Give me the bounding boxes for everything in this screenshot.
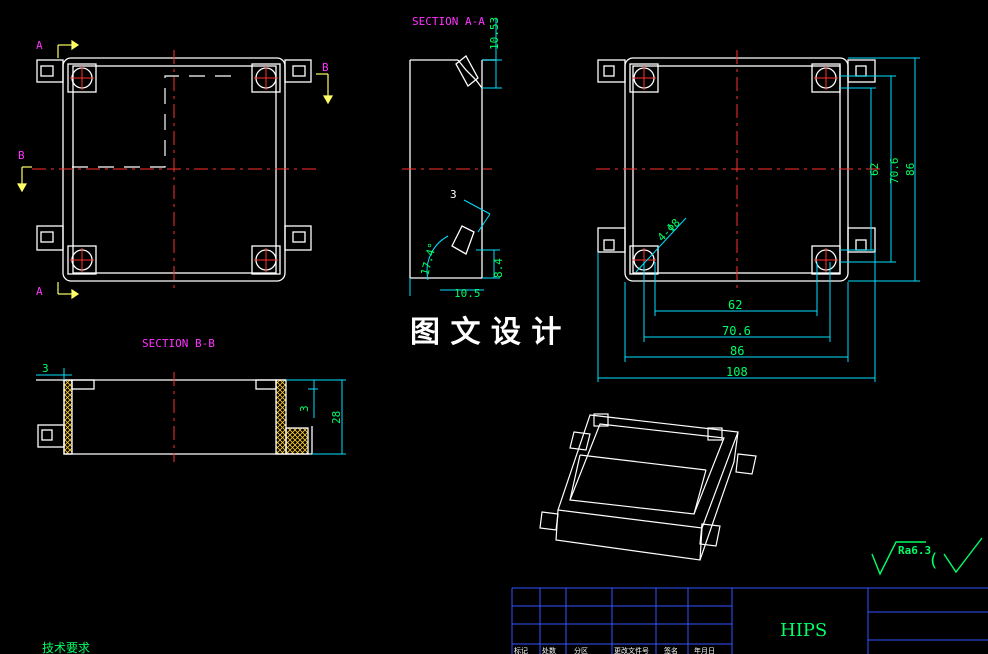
- dim-aa-width: 10.5: [454, 287, 481, 300]
- dim-bb-floor: 3: [298, 405, 311, 412]
- section-aa-label: SECTION A-A: [412, 15, 485, 28]
- roughness-symbol: [871, 537, 983, 576]
- corner-boss: [811, 245, 841, 275]
- mount-lug: [597, 59, 626, 83]
- iso-boss: [593, 413, 609, 427]
- title-block: [511, 587, 988, 654]
- dim-bb-wall: 3: [42, 362, 49, 375]
- isometric-view: [539, 413, 757, 561]
- section-cut-path: [72, 75, 240, 168]
- marker-a-top: A: [36, 39, 43, 52]
- iso-boss: [707, 427, 723, 441]
- marker-a-bottom: A: [36, 285, 43, 298]
- mount-lug-slot: [855, 65, 867, 77]
- dim-aa-height: 8.4: [492, 258, 505, 278]
- roughness-paren: (: [928, 550, 939, 571]
- dim-bb-height: 28: [330, 411, 343, 424]
- dim-aa-thickness: 3: [450, 188, 457, 201]
- wall-hatch-left: [63, 379, 73, 455]
- title-cell: 处数: [542, 646, 556, 654]
- mount-lug-slot: [292, 65, 306, 77]
- right-view-dimensions: [597, 57, 920, 382]
- dim-inner-70-6: 70.6: [722, 324, 751, 338]
- rib-top: [455, 55, 479, 87]
- marker-b-right: B: [322, 61, 329, 74]
- mount-lug: [847, 227, 876, 253]
- title-cell: 更改文件号: [614, 646, 649, 654]
- section-aa-view: [409, 55, 496, 279]
- dim-aa-angle: 17.4°: [418, 241, 439, 276]
- section-bb-label: SECTION B-B: [142, 337, 215, 350]
- mount-lug: [36, 59, 64, 83]
- tech-requirements-title: 技术要求: [42, 641, 90, 654]
- dim-right-86: 86: [904, 163, 917, 176]
- boss-hatch: [285, 427, 309, 455]
- wall-hatch-right: [275, 379, 287, 455]
- dim-right-70-6: 70.6: [888, 158, 901, 185]
- iso-lug: [699, 523, 721, 547]
- bb-lug-left: [37, 424, 65, 448]
- section-bb-view: [36, 379, 313, 455]
- iso-lug: [569, 431, 591, 451]
- title-cell: 分区: [574, 646, 588, 654]
- dim-overall-108: 108: [726, 365, 748, 379]
- mount-lug-slot: [292, 231, 306, 243]
- mount-lug: [36, 225, 64, 251]
- rib-bottom: [451, 225, 475, 255]
- corner-boss: [67, 245, 97, 275]
- corner-boss: [251, 245, 281, 275]
- title-cell: 签名: [664, 646, 678, 654]
- dim-inner-62: 62: [728, 298, 742, 312]
- mount-lug-slot: [40, 65, 54, 77]
- mount-lug: [847, 59, 876, 83]
- mount-lug: [284, 59, 312, 83]
- mount-lug-slot: [40, 231, 54, 243]
- bb-dimensions: [36, 368, 346, 455]
- marker-b-left: B: [18, 149, 25, 162]
- section-markers: [16, 39, 334, 300]
- mount-lug-slot: [603, 239, 615, 251]
- corner-boss: [811, 63, 841, 93]
- material-label: HIPS: [780, 620, 827, 641]
- corner-boss: [629, 63, 659, 93]
- dim-outer-86: 86: [730, 344, 744, 358]
- corner-boss: [251, 63, 281, 93]
- mount-lug-slot: [855, 239, 867, 251]
- title-cell: 年月日: [694, 646, 715, 654]
- dim-holes: 4-Φ8: [655, 216, 683, 244]
- corner-boss: [67, 63, 97, 93]
- dim-aa-top: 10.53: [488, 17, 501, 50]
- mount-lug: [284, 225, 312, 251]
- iso-lug: [735, 453, 757, 475]
- mount-lug-slot: [603, 65, 615, 77]
- roughness-value: Ra6.3: [898, 544, 931, 557]
- dim-right-62: 62: [868, 163, 881, 176]
- mount-lug: [597, 227, 626, 253]
- title-cell: 标记: [514, 646, 528, 654]
- aa-dimensions: [409, 18, 502, 296]
- watermark-text: 图 文 设 计: [410, 315, 561, 350]
- iso-lug: [539, 511, 559, 531]
